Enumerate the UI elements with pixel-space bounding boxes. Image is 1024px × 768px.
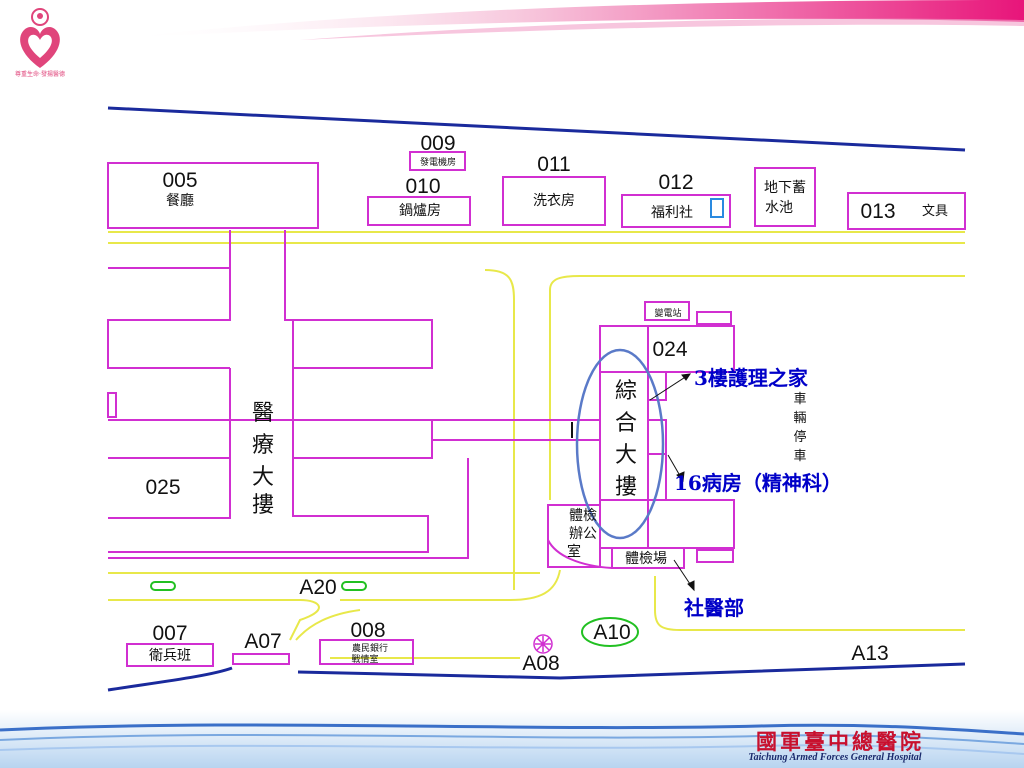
medical-bldg-char-2: 療 [252,433,274,458]
annotation-social-medicine: 社醫部 [683,596,744,620]
exam-office-2: 辦公 [569,526,597,542]
label-010: 010 [405,175,440,198]
roads [108,231,965,659]
label-011: 011 [537,153,570,176]
label-008: 008 [350,619,385,642]
label-a20: A20 [299,576,336,599]
hospital-name: 國軍臺中總醫院 [756,729,924,754]
annotation-ward-16: 16病房（精神科） [674,471,842,495]
exam-office-3: 室 [567,543,581,560]
label-war-room: 戰情室 [351,653,378,665]
label-welfare-shop: 福利社 [651,205,693,221]
helipad-icon [533,634,553,654]
medical-bldg-char-3: 大 [252,465,274,490]
label-024: 024 [652,338,687,361]
label-005: 005 [162,169,197,192]
hospital-logo: 尊重生命·發揚醫德 [15,8,65,78]
label-generator-room: 發電機房 [420,156,456,168]
label-025: 025 [145,476,180,499]
label-a10: A10 [593,621,630,644]
general-bldg-char-2: 合 [615,411,637,436]
label-laundry: 洗衣房 [533,193,575,209]
medical-bldg-char-1: 醫 [252,401,274,426]
general-bldg-char-3: 大 [615,443,637,468]
boundary-bottom-left [107,666,233,692]
markers [150,581,639,647]
hospital-name-en: Taichung Armed Forces General Hospital [748,752,922,763]
label-reservoir-1: 地下蓄 [764,180,806,196]
label-guard: 衛兵班 [149,648,191,664]
label-exam-area: 體檢場 [625,550,667,567]
buildings [107,151,966,667]
label-009: 009 [420,132,455,155]
label-boiler-room: 鍋爐房 [399,203,441,219]
boundary-top [107,106,966,152]
header-swoosh [120,0,1024,40]
highlight-ellipse [575,348,665,540]
label-012: 012 [658,171,693,194]
general-bldg-char-4: 摟 [615,475,637,500]
parking-char-4: 車 [793,449,806,464]
parking-char-2: 輛 [793,411,806,426]
label-bank: 農民銀行 [352,642,388,654]
parking-char-1: 車 [793,392,806,407]
label-a08: A08 [522,652,559,675]
general-bldg-char-1: 綜 [615,379,637,404]
label-stationery: 文具 [922,204,948,219]
boundary-bottom-right [297,662,966,680]
exam-office-1: 體檢 [569,507,597,524]
label-013: 013 [860,200,895,223]
label-a07: A07 [244,630,281,653]
label-007: 007 [152,622,187,645]
label-reservoir-2: 水池 [765,200,793,216]
marker-box [710,198,724,218]
medical-bldg-char-4: 摟 [252,493,274,518]
label-a13: A13 [851,642,888,665]
annotation-3f-nursing-home: 3樓護理之家 [694,366,809,390]
arrows [649,373,695,592]
parking-char-3: 停 [793,429,806,445]
logo-motto: 尊重生命·發揚醫德 [15,70,65,78]
label-substation: 變電站 [654,307,681,319]
label-restaurant: 餐廳 [166,192,194,209]
footer-waves [0,710,1024,768]
